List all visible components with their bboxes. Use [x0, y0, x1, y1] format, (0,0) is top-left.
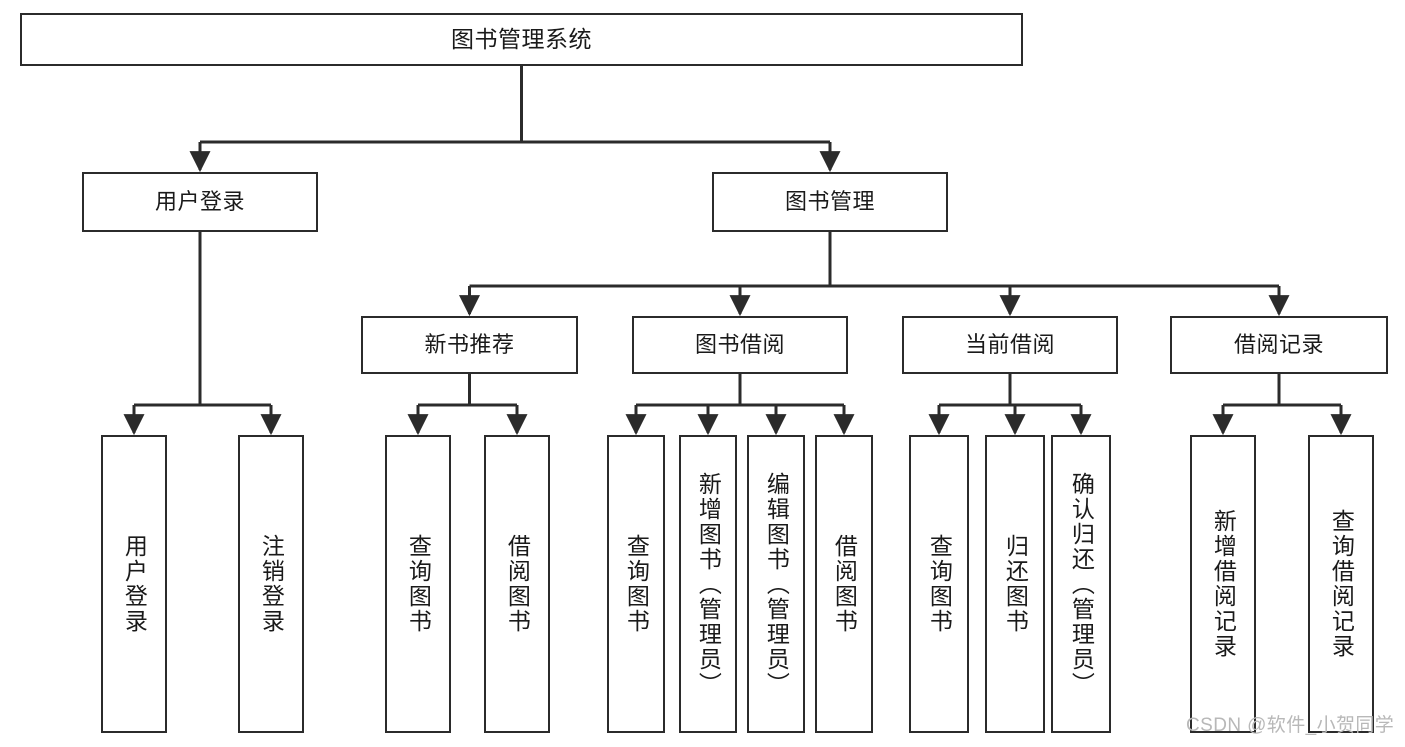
node-label-current-borrow: 当前借阅 — [964, 331, 1055, 357]
node-leaf-borrow-book-rec[interactable]: 借阅图书 — [484, 435, 550, 733]
node-leaf-add-record[interactable]: 新增借阅记录 — [1190, 435, 1256, 733]
node-label-leaf-edit-book: 编辑图书（管理员） — [763, 471, 790, 697]
node-new-book-rec[interactable]: 新书推荐 — [361, 316, 578, 374]
node-leaf-user-login[interactable]: 用户登录 — [101, 435, 167, 733]
node-label-book-manage: 图书管理 — [784, 188, 875, 214]
node-user-login[interactable]: 用户登录 — [82, 172, 318, 232]
node-label-leaf-borrow-book-rec: 借阅图书 — [504, 534, 531, 634]
node-label-borrow-record: 借阅记录 — [1233, 331, 1324, 357]
node-label-leaf-query-book-cur: 查询图书 — [926, 534, 953, 634]
node-label-leaf-query-book-rec: 查询图书 — [405, 534, 432, 634]
node-root[interactable]: 图书管理系统 — [20, 13, 1023, 66]
node-leaf-borrow-book[interactable]: 借阅图书 — [815, 435, 873, 733]
node-leaf-confirm-return[interactable]: 确认归还（管理员） — [1051, 435, 1111, 733]
node-label-new-book-rec: 新书推荐 — [424, 331, 515, 357]
node-current-borrow[interactable]: 当前借阅 — [902, 316, 1118, 374]
node-leaf-query-book-borrow[interactable]: 查询图书 — [607, 435, 665, 733]
node-label-leaf-query-record: 查询借阅记录 — [1328, 509, 1355, 659]
node-leaf-user-logout[interactable]: 注销登录 — [238, 435, 304, 733]
node-leaf-return-book[interactable]: 归还图书 — [985, 435, 1045, 733]
node-label-leaf-user-logout: 注销登录 — [258, 534, 285, 634]
node-label-book-borrow: 图书借阅 — [694, 331, 785, 357]
node-label-leaf-user-login: 用户登录 — [121, 534, 148, 634]
node-leaf-query-record[interactable]: 查询借阅记录 — [1308, 435, 1374, 733]
node-borrow-record[interactable]: 借阅记录 — [1170, 316, 1388, 374]
node-label-leaf-add-book: 新增图书（管理员） — [695, 471, 722, 697]
node-leaf-add-book[interactable]: 新增图书（管理员） — [679, 435, 737, 733]
node-label-leaf-borrow-book: 借阅图书 — [831, 534, 858, 634]
node-leaf-edit-book[interactable]: 编辑图书（管理员） — [747, 435, 805, 733]
node-leaf-query-book-cur[interactable]: 查询图书 — [909, 435, 969, 733]
node-leaf-query-book-rec[interactable]: 查询图书 — [385, 435, 451, 733]
node-label-root: 图书管理系统 — [451, 25, 592, 52]
node-label-leaf-confirm-return: 确认归还（管理员） — [1068, 471, 1095, 697]
node-book-borrow[interactable]: 图书借阅 — [632, 316, 848, 374]
node-label-leaf-add-record: 新增借阅记录 — [1210, 509, 1237, 659]
watermark-text: CSDN @软件_小贺同学 — [1186, 715, 1395, 736]
node-book-manage[interactable]: 图书管理 — [712, 172, 948, 232]
node-label-user-login: 用户登录 — [154, 188, 245, 214]
node-label-leaf-query-book-borrow: 查询图书 — [623, 534, 650, 634]
node-label-leaf-return-book: 归还图书 — [1002, 534, 1029, 634]
